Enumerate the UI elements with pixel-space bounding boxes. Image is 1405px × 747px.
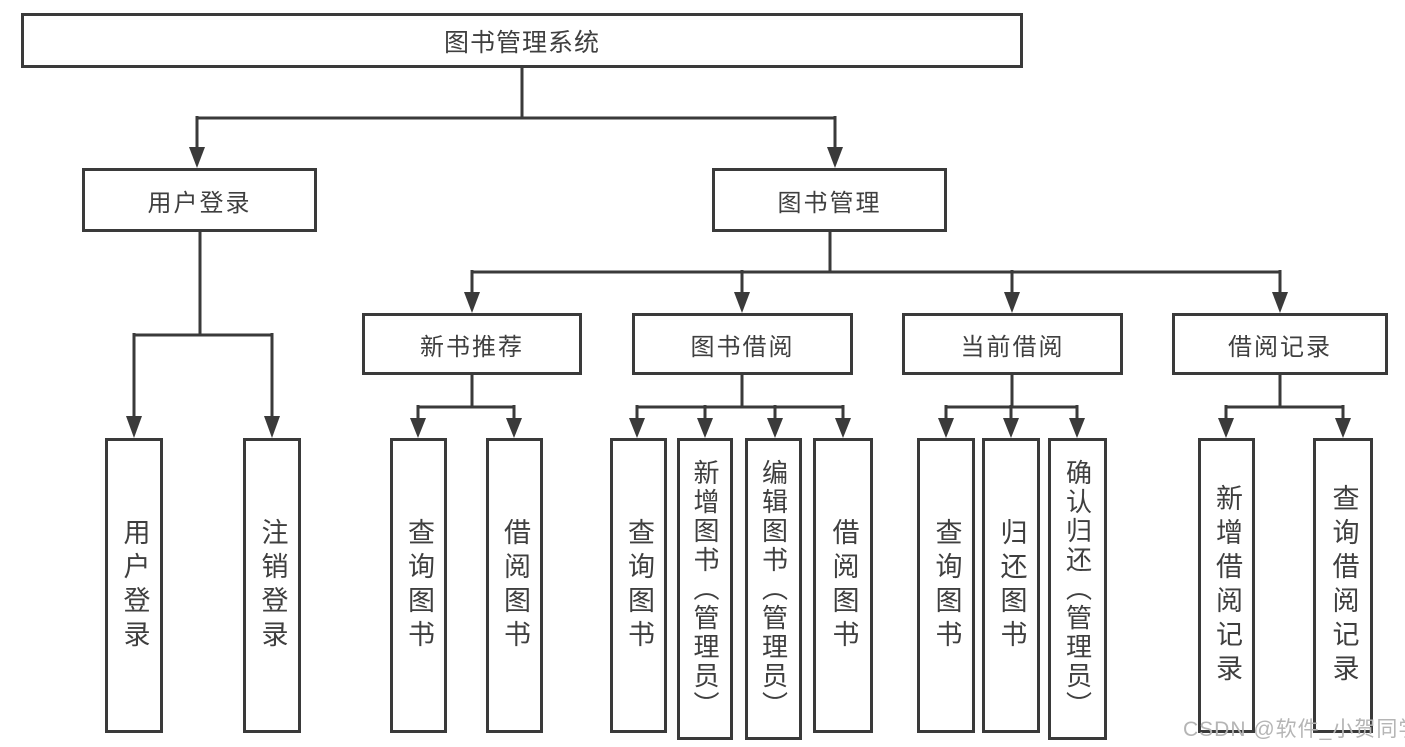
leaf-confirm-return-admin: 确认归还（管理员） bbox=[1048, 438, 1107, 740]
leaf-query-book-2: 查询图书 bbox=[610, 438, 667, 733]
connector-root-to-level2 bbox=[195, 68, 837, 150]
leaf-query-book-1: 查询图书 bbox=[390, 438, 447, 733]
leaf-borrow-book-2: 借阅图书 bbox=[813, 438, 873, 733]
csdn-watermark: CSDN @软件_小贺同学 bbox=[1183, 718, 1405, 741]
leaf-query-book-3: 查询图书 bbox=[917, 438, 975, 733]
node-user-login: 用户登录 bbox=[82, 168, 317, 232]
node-book-borrow: 图书借阅 bbox=[632, 313, 853, 375]
leaf-return-book: 归还图书 bbox=[982, 438, 1040, 733]
leaf-edit-book-admin: 编辑图书（管理员） bbox=[745, 438, 802, 740]
node-new-book-recommend: 新书推荐 bbox=[362, 313, 582, 375]
node-current-borrow: 当前借阅 bbox=[902, 313, 1123, 375]
connector-currentborrow-to-leaves bbox=[944, 375, 1079, 421]
node-root-system: 图书管理系统 bbox=[21, 13, 1023, 68]
node-book-management: 图书管理 bbox=[712, 168, 947, 232]
connector-borrowrecords-to-leaves bbox=[1224, 375, 1345, 421]
leaf-query-borrow-record: 查询借阅记录 bbox=[1313, 438, 1373, 733]
leaf-add-borrow-record: 新增借阅记录 bbox=[1198, 438, 1255, 733]
connector-bookborrow-to-leaves bbox=[635, 375, 845, 421]
leaf-user-login: 用户登录 bbox=[105, 438, 163, 733]
connector-bookmgmt-to-level3 bbox=[470, 232, 1282, 294]
connector-newbook-to-leaves bbox=[416, 375, 516, 421]
leaf-add-book-admin: 新增图书（管理员） bbox=[677, 438, 733, 740]
leaf-borrow-book-1: 借阅图书 bbox=[486, 438, 543, 733]
node-borrow-records: 借阅记录 bbox=[1172, 313, 1388, 375]
leaf-logout: 注销登录 bbox=[243, 438, 301, 733]
connector-userlogin-to-leaves bbox=[132, 232, 274, 419]
